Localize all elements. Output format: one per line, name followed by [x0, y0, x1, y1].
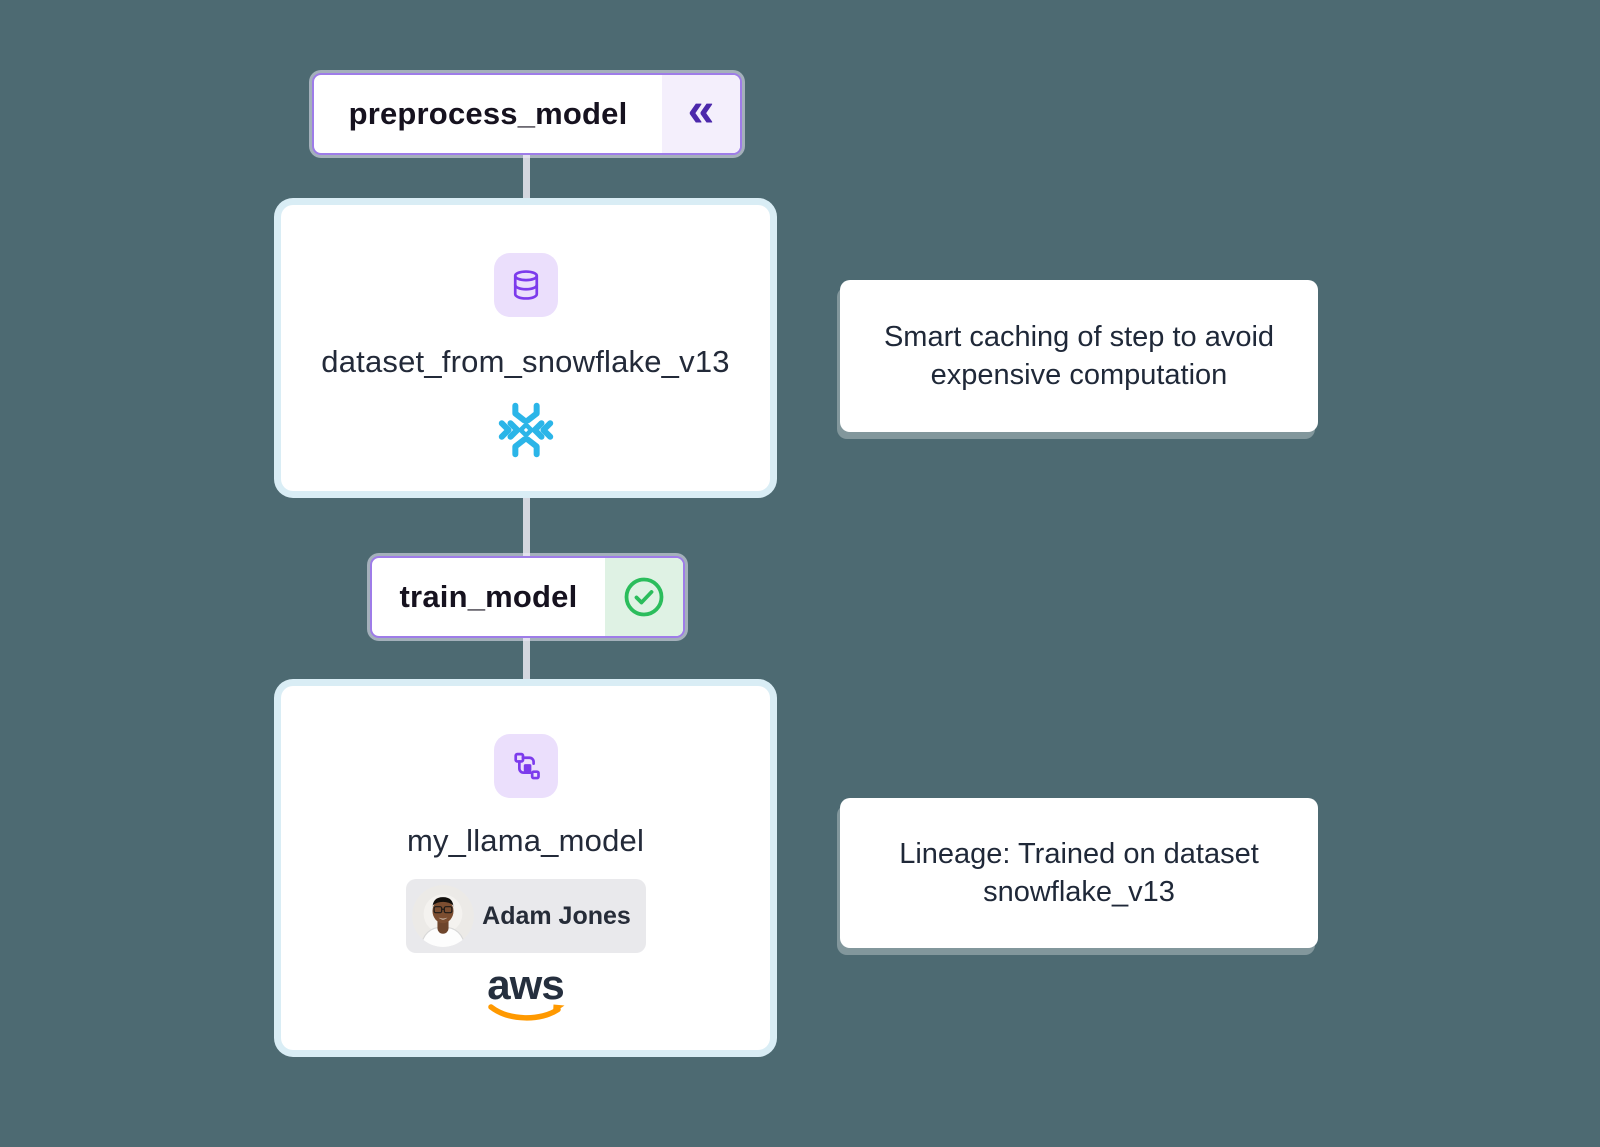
snowflake-logo-icon	[495, 399, 557, 466]
annotation-lineage: Lineage: Trained on dataset snowflake_v1…	[840, 798, 1318, 948]
owner-chip[interactable]: Adam Jones	[405, 879, 646, 953]
database-icon	[493, 253, 558, 317]
chevrons-left-icon: «	[687, 84, 715, 137]
annotation-text-line: expensive computation	[930, 359, 1228, 391]
artifact-title: dataset_from_snowflake_v13	[321, 344, 730, 379]
step-node-label: train_model	[399, 579, 578, 614]
annotation-text-line: Lineage: Trained on dataset	[899, 838, 1259, 870]
artifact-title: my_llama_model	[406, 823, 645, 858]
model-icon	[493, 734, 558, 798]
aws-wordmark: aws	[487, 961, 564, 1008]
artifact-card-dataset[interactable]: dataset_from_snowflake_v13	[281, 205, 770, 491]
check-circle-icon	[622, 575, 666, 619]
annotation-caching: Smart caching of step to avoid expensive…	[840, 280, 1318, 432]
success-status-badge[interactable]	[605, 558, 683, 636]
step-node-label: preprocess_model	[348, 96, 628, 131]
edge-connector	[523, 486, 530, 562]
annotation-text-line: snowflake_v13	[983, 876, 1175, 908]
aws-logo-icon: aws	[487, 961, 565, 1027]
owner-name: Adam Jones	[482, 901, 631, 930]
avatar	[411, 885, 474, 947]
step-node-train-model[interactable]: train_model	[370, 556, 685, 638]
step-node-preprocess-model[interactable]: preprocess_model «	[312, 73, 742, 155]
edge-connector	[523, 150, 530, 212]
collapse-badge[interactable]: «	[662, 75, 740, 153]
edge-connector	[523, 634, 530, 692]
artifact-card-model[interactable]: my_llama_model	[281, 686, 770, 1050]
annotation-text-line: Smart caching of step to avoid	[883, 321, 1275, 353]
